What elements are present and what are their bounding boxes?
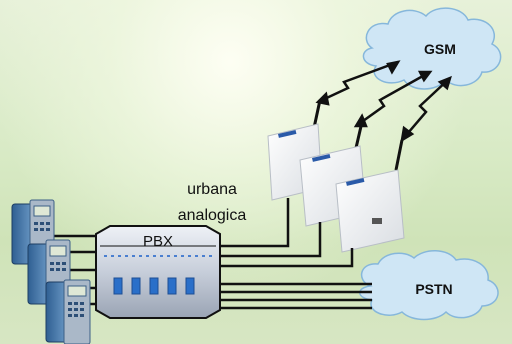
wireless-link-3 — [400, 75, 452, 143]
pbx-unit: PBX — [95, 225, 221, 319]
pbx-ports — [113, 277, 195, 295]
pbx-label: PBX — [143, 233, 173, 250]
pbx-port — [167, 277, 177, 295]
pstn-trunk-lines — [218, 282, 372, 310]
pstn-label: PSTN — [415, 281, 452, 297]
pbx-port — [185, 277, 195, 295]
wireless-link-1 — [315, 60, 401, 106]
pbx-port — [131, 277, 141, 295]
gsm-cloud: GSM — [362, 7, 502, 90]
gsm-gateway-3 — [335, 139, 405, 253]
phone-3 — [45, 279, 91, 344]
pbx-port — [113, 277, 123, 295]
trunk-label-line2: analogica — [178, 207, 247, 224]
trunk-label-line1: urbana — [187, 181, 237, 198]
gsm-label: GSM — [424, 41, 456, 57]
gsm-trunk-lines — [218, 198, 354, 268]
pbx-port — [149, 277, 159, 295]
pstn-cloud: PSTN — [359, 250, 499, 321]
